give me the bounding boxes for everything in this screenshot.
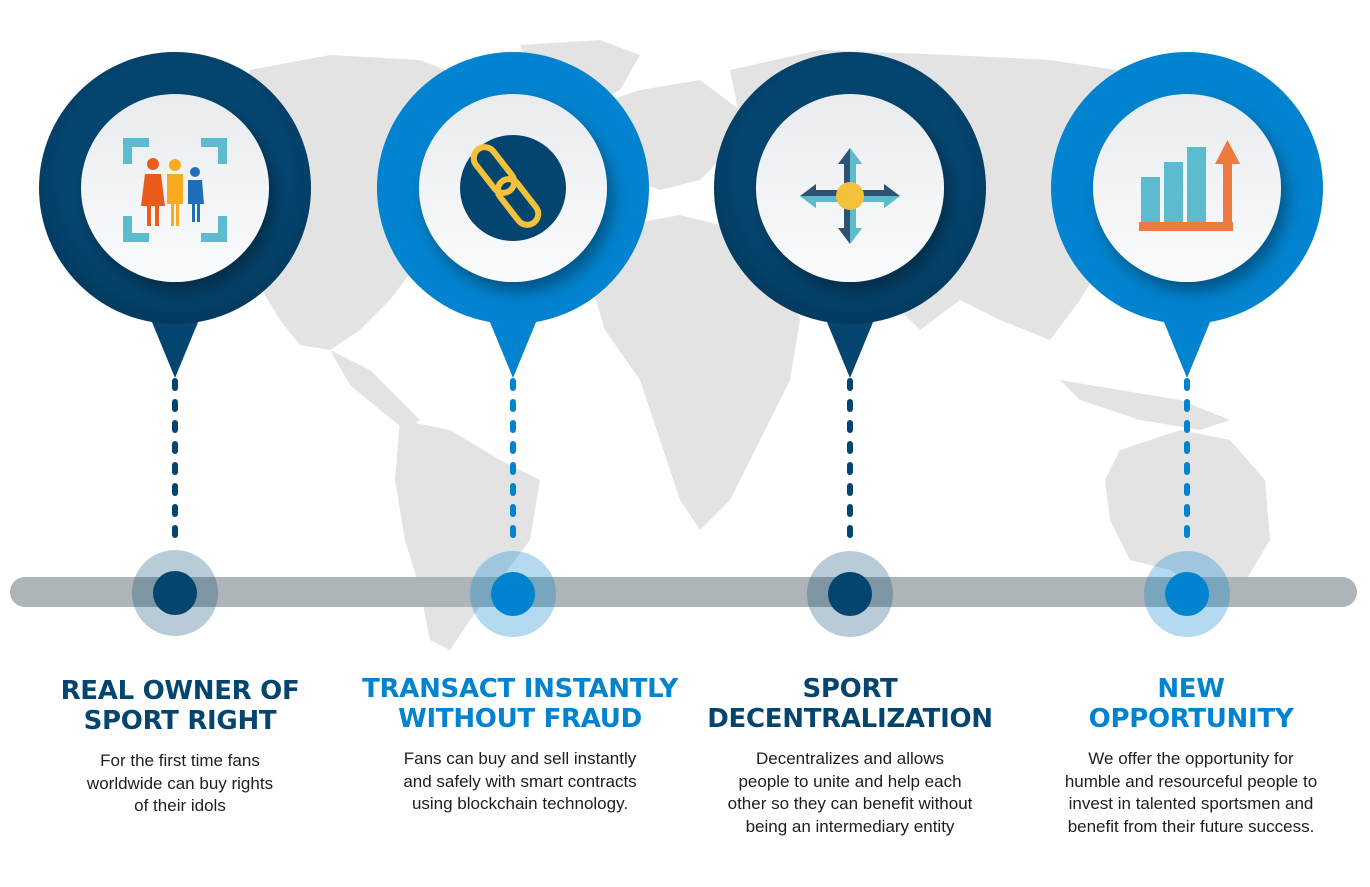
chain-link-icon xyxy=(470,144,542,228)
connector-dash xyxy=(510,525,516,538)
description-line: Fans can buy and sell instantly xyxy=(403,749,637,768)
description-line: and safely with smart contracts xyxy=(403,771,637,791)
description-line: of their idols xyxy=(134,796,226,815)
connector-dash xyxy=(1184,462,1190,475)
connector-dash xyxy=(172,462,178,475)
people-focus-icon xyxy=(123,138,227,242)
step-title-line: REAL OWNER OF xyxy=(60,676,300,706)
map-africa xyxy=(590,215,800,530)
description-line: invest in talented sportsmen and xyxy=(1068,794,1314,813)
step-caption-3: SPORT DECENTRALIZATION Decentralizes and… xyxy=(685,674,1015,838)
timeline-node-dot xyxy=(1165,572,1209,616)
timeline-track xyxy=(10,577,1357,607)
connector-dash xyxy=(172,378,178,391)
step-description: Decentralizes and allows people to unite… xyxy=(685,748,1015,838)
connector-dash xyxy=(1184,441,1190,454)
description-line: using blockchain technology. xyxy=(411,794,629,813)
connector-dash xyxy=(510,420,516,433)
connector-dash xyxy=(1184,525,1190,538)
timeline-node-dot xyxy=(828,572,872,616)
description-line: Decentralizes and allows xyxy=(755,749,945,768)
description-line: We offer the opportunity for xyxy=(1088,749,1294,768)
step-description: For the first time fans worldwide can bu… xyxy=(15,750,345,818)
timeline-node-4[interactable] xyxy=(1144,551,1230,637)
step-title-line: DECENTRALIZATION xyxy=(707,704,993,734)
timeline-node-1[interactable] xyxy=(132,550,218,636)
connector-dash xyxy=(1184,399,1190,412)
connector-dash xyxy=(847,378,853,391)
map-pin-3 xyxy=(714,40,986,420)
connector-dash xyxy=(172,399,178,412)
step-title: NEW OPPORTUNITY xyxy=(1026,674,1356,734)
connector-dash xyxy=(847,420,853,433)
connector-dash xyxy=(1184,420,1190,433)
step-title-line: OPPORTUNITY xyxy=(1088,704,1294,734)
connector-dash xyxy=(172,441,178,454)
step-title-line: SPORT RIGHT xyxy=(83,706,277,736)
timeline-node-dot xyxy=(153,571,197,615)
connector-dash xyxy=(847,399,853,412)
map-pin-1 xyxy=(39,40,311,420)
connector-dash xyxy=(510,441,516,454)
connector-dash xyxy=(510,378,516,391)
map-pin-2 xyxy=(377,40,649,420)
connector-dash xyxy=(172,504,178,517)
step-title-line: WITHOUT FRAUD xyxy=(398,704,642,734)
step-caption-2: TRANSACT INSTANTLY WITHOUT FRAUD Fans ca… xyxy=(355,674,685,816)
connector-dash xyxy=(1184,483,1190,496)
step-title-line: SPORT xyxy=(802,674,898,704)
connector-dash xyxy=(510,483,516,496)
connector-dash xyxy=(847,441,853,454)
timeline-node-2[interactable] xyxy=(470,551,556,637)
connector-dash xyxy=(510,462,516,475)
description-line: worldwide can buy rights xyxy=(86,773,274,793)
connector-dash xyxy=(172,525,178,538)
connector-dash xyxy=(510,504,516,517)
map-indonesia xyxy=(1060,380,1230,430)
connector-dash xyxy=(847,525,853,538)
description-line: humble and resourceful people to xyxy=(1064,771,1318,791)
connector-dash xyxy=(510,399,516,412)
connector-dash xyxy=(172,420,178,433)
step-title: SPORT DECENTRALIZATION xyxy=(685,674,1015,734)
step-title: TRANSACT INSTANTLY WITHOUT FRAUD xyxy=(355,674,685,734)
description-line: benefit from their future success. xyxy=(1067,816,1315,836)
step-title-line: NEW xyxy=(1157,674,1225,704)
connector-dash xyxy=(172,483,178,496)
description-line: people to unite and help each xyxy=(738,771,962,791)
step-description: We offer the opportunity for humble and … xyxy=(1026,748,1356,838)
description-line: being an intermediary entity xyxy=(745,816,955,836)
map-pin-4 xyxy=(1051,40,1323,420)
map-central-america xyxy=(330,350,420,430)
connector-dash xyxy=(1184,378,1190,391)
timeline-node-dot xyxy=(491,572,535,616)
step-description: Fans can buy and sell instantly and safe… xyxy=(355,748,685,816)
timeline-node-3[interactable] xyxy=(807,551,893,637)
step-caption-1: REAL OWNER OF SPORT RIGHT For the first … xyxy=(15,676,345,818)
step-title-line: TRANSACT INSTANTLY xyxy=(362,674,678,704)
step-caption-4: NEW OPPORTUNITY We offer the opportunity… xyxy=(1026,674,1356,838)
connector-dash xyxy=(847,462,853,475)
connector-dash xyxy=(1184,504,1190,517)
four-arrows-icon xyxy=(800,148,900,244)
connector-dash xyxy=(847,483,853,496)
growth-chart-icon xyxy=(1139,140,1240,231)
description-line: other so they can benefit without xyxy=(727,794,973,813)
connector-dash xyxy=(847,504,853,517)
description-line: For the first time fans xyxy=(100,751,260,770)
step-title: REAL OWNER OF SPORT RIGHT xyxy=(15,676,345,736)
